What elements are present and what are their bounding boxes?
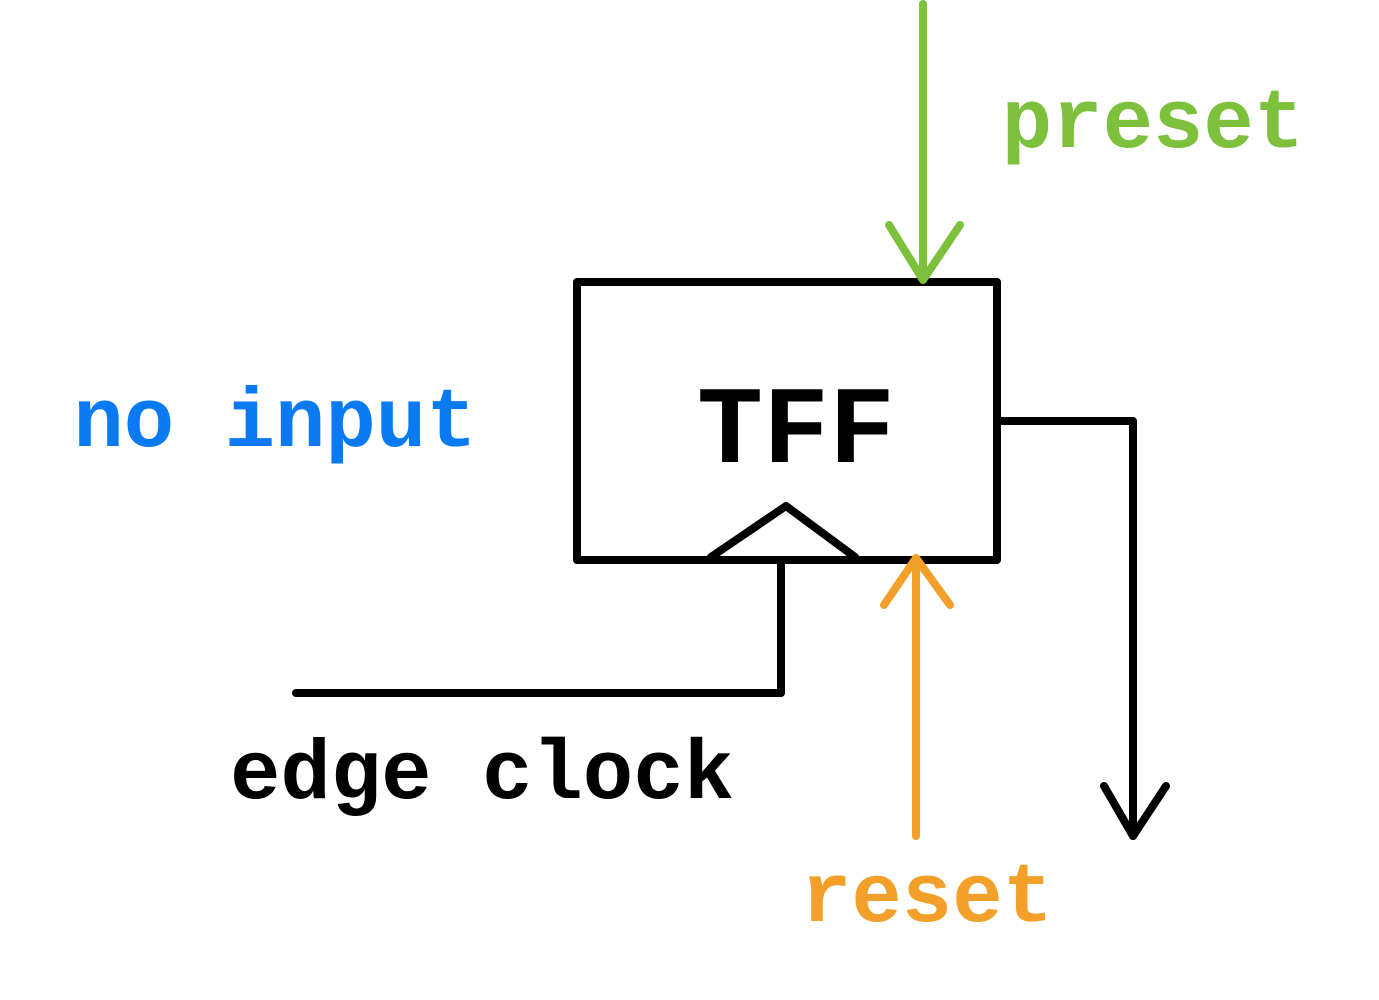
preset-signal: preset bbox=[885, 0, 1304, 284]
reset-signal: reset bbox=[801, 554, 1053, 947]
block-title: TFF bbox=[697, 371, 895, 496]
clock-edge-triangle bbox=[707, 502, 859, 561]
preset-arrowhead bbox=[885, 221, 964, 284]
reset-arrowhead bbox=[880, 554, 954, 609]
preset-label: preset bbox=[1002, 78, 1304, 173]
output-arrowhead bbox=[1100, 782, 1170, 840]
output-wire bbox=[997, 417, 1137, 840]
tff-block: TFF bbox=[573, 278, 1001, 564]
clock-signal: edge clock bbox=[230, 559, 785, 824]
clock-wire bbox=[292, 559, 785, 697]
output-signal bbox=[997, 417, 1170, 840]
no-input-label: no input bbox=[73, 377, 476, 472]
reset-label: reset bbox=[801, 852, 1053, 947]
edge-clock-label: edge clock bbox=[230, 729, 734, 824]
